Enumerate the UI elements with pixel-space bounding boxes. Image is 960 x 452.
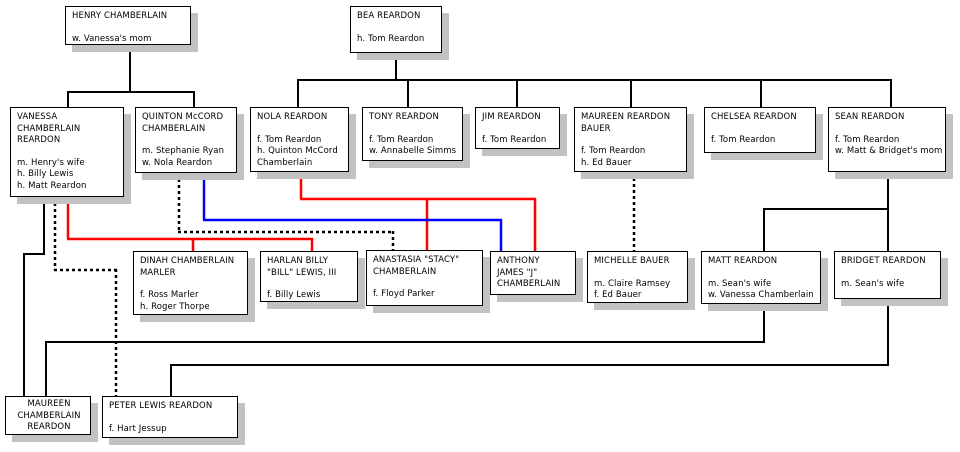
person-name: BRIDGET REARDON bbox=[841, 256, 926, 266]
person-name: ANASTASIA "STACY" CHAMBERLAIN bbox=[373, 255, 460, 277]
person-detail: f. Tom Reardon bbox=[257, 134, 322, 145]
person-card-anthony: ANTHONY JAMES "J" CHAMBERLAIN bbox=[490, 251, 576, 295]
person-name: JIM REARDON bbox=[482, 112, 541, 122]
person-name: TONY REARDON bbox=[369, 112, 439, 122]
person-name: NOLA REARDON bbox=[257, 112, 328, 122]
person-detail: h. Roger Thorpe bbox=[140, 301, 210, 312]
person-card-bridget: BRIDGET REARDON m. Sean's wife bbox=[834, 251, 941, 299]
person-detail: w. Nola Reardon bbox=[142, 157, 213, 168]
person-name: VANESSA CHAMBERLAIN REARDON bbox=[17, 112, 81, 145]
blue-parent-lines bbox=[202, 173, 503, 251]
person-detail: f. Billy Lewis bbox=[267, 290, 321, 300]
person-name: HARLAN BILLY "BILL" LEWIS, III bbox=[267, 256, 337, 278]
person-card-maureen-chamberlain: MAUREEN CHAMBERLAIN REARDON bbox=[5, 396, 91, 435]
person-card-quinton: QUINTON McCORD CHAMBERLAIN m. Stephanie … bbox=[135, 107, 237, 173]
person-detail: h. Billy Lewis bbox=[17, 169, 74, 179]
person-name: HENRY CHAMBERLAIN bbox=[72, 11, 168, 21]
person-detail: h. Ed Bauer bbox=[581, 157, 632, 168]
person-card-peter: PETER LEWIS REARDON f. Hart Jessup bbox=[102, 396, 238, 438]
person-name: MICHELLE BAUER bbox=[594, 256, 670, 266]
person-card-bea: BEA REARDON h. Tom Reardon bbox=[350, 6, 442, 53]
person-detail: Chamberlain bbox=[257, 157, 313, 168]
person-name: DINAH CHAMBERLAIN MARLER bbox=[140, 256, 235, 278]
person-name: ANTHONY JAMES "J" CHAMBERLAIN bbox=[497, 256, 561, 289]
person-detail: f. Ed Bauer bbox=[594, 290, 642, 300]
person-detail: m. Claire Ramsey bbox=[594, 278, 671, 289]
person-name: SEAN REARDON bbox=[835, 112, 905, 122]
person-detail: f. Tom Reardon bbox=[369, 134, 434, 145]
dotted-parent-lines bbox=[53, 172, 636, 396]
person-detail: w. Annabelle Simms bbox=[369, 146, 457, 156]
person-name: MATT REARDON bbox=[708, 256, 778, 266]
person-detail: f. Tom Reardon bbox=[482, 134, 547, 145]
person-card-maureen-bauer: MAUREEN REARDON BAUER f. Tom Reardon h. … bbox=[574, 107, 687, 172]
person-card-harlan: HARLAN BILLY "BILL" LEWIS, III f. Billy … bbox=[260, 251, 358, 302]
person-detail: f. Floyd Parker bbox=[373, 289, 435, 299]
person-name: MAUREEN CHAMBERLAIN REARDON bbox=[17, 399, 81, 432]
person-detail: h. Quinton McCord bbox=[257, 146, 338, 156]
person-detail: h. Matt Reardon bbox=[17, 180, 87, 191]
person-detail: w. Matt & Bridget's mom bbox=[835, 146, 943, 156]
person-card-matt: MATT REARDON m. Sean's wife w. Vanessa C… bbox=[701, 251, 821, 304]
person-detail: m. Henry's wife bbox=[17, 157, 85, 168]
person-detail: m. Sean's wife bbox=[841, 278, 905, 289]
person-name: CHELSEA REARDON bbox=[711, 112, 797, 122]
person-detail: w. Vanessa's mom bbox=[72, 33, 152, 44]
person-detail: m. Sean's wife bbox=[708, 278, 772, 289]
person-detail: f. Tom Reardon bbox=[711, 134, 776, 145]
person-card-chelsea: CHELSEA REARDON f. Tom Reardon bbox=[704, 107, 816, 153]
parent-child-lines bbox=[23, 46, 892, 396]
person-detail: f. Tom Reardon bbox=[835, 134, 900, 145]
person-name: BEA REARDON bbox=[357, 11, 421, 21]
person-card-anastasia: ANASTASIA "STACY" CHAMBERLAIN f. Floyd P… bbox=[366, 250, 483, 306]
red-parent-lines bbox=[66, 172, 537, 251]
person-detail: f. Ross Marler bbox=[140, 290, 199, 300]
person-detail: f. Hart Jessup bbox=[109, 423, 167, 434]
person-name: QUINTON McCORD CHAMBERLAIN bbox=[142, 112, 224, 134]
person-card-dinah: DINAH CHAMBERLAIN MARLER f. Ross Marler … bbox=[133, 251, 248, 315]
person-detail: h. Tom Reardon bbox=[357, 33, 425, 44]
person-detail: w. Vanessa Chamberlain bbox=[708, 290, 814, 300]
person-card-tony: TONY REARDON f. Tom Reardon w. Annabelle… bbox=[362, 107, 463, 161]
person-detail: m. Stephanie Ryan bbox=[142, 146, 225, 156]
person-card-nola: NOLA REARDON f. Tom Reardon h. Quinton M… bbox=[250, 107, 349, 172]
person-card-vanessa: VANESSA CHAMBERLAIN REARDON m. Henry's w… bbox=[10, 107, 124, 197]
person-card-sean: SEAN REARDON f. Tom Reardon w. Matt & Br… bbox=[828, 107, 946, 172]
person-card-henry: HENRY CHAMBERLAIN w. Vanessa's mom bbox=[65, 6, 191, 45]
person-card-jim: JIM REARDON f. Tom Reardon bbox=[475, 107, 560, 149]
person-name: MAUREEN REARDON BAUER bbox=[581, 112, 671, 134]
person-name: PETER LEWIS REARDON bbox=[109, 401, 213, 411]
person-detail: f. Tom Reardon bbox=[581, 146, 646, 156]
person-card-michelle: MICHELLE BAUER m. Claire Ramsey f. Ed Ba… bbox=[587, 251, 688, 303]
